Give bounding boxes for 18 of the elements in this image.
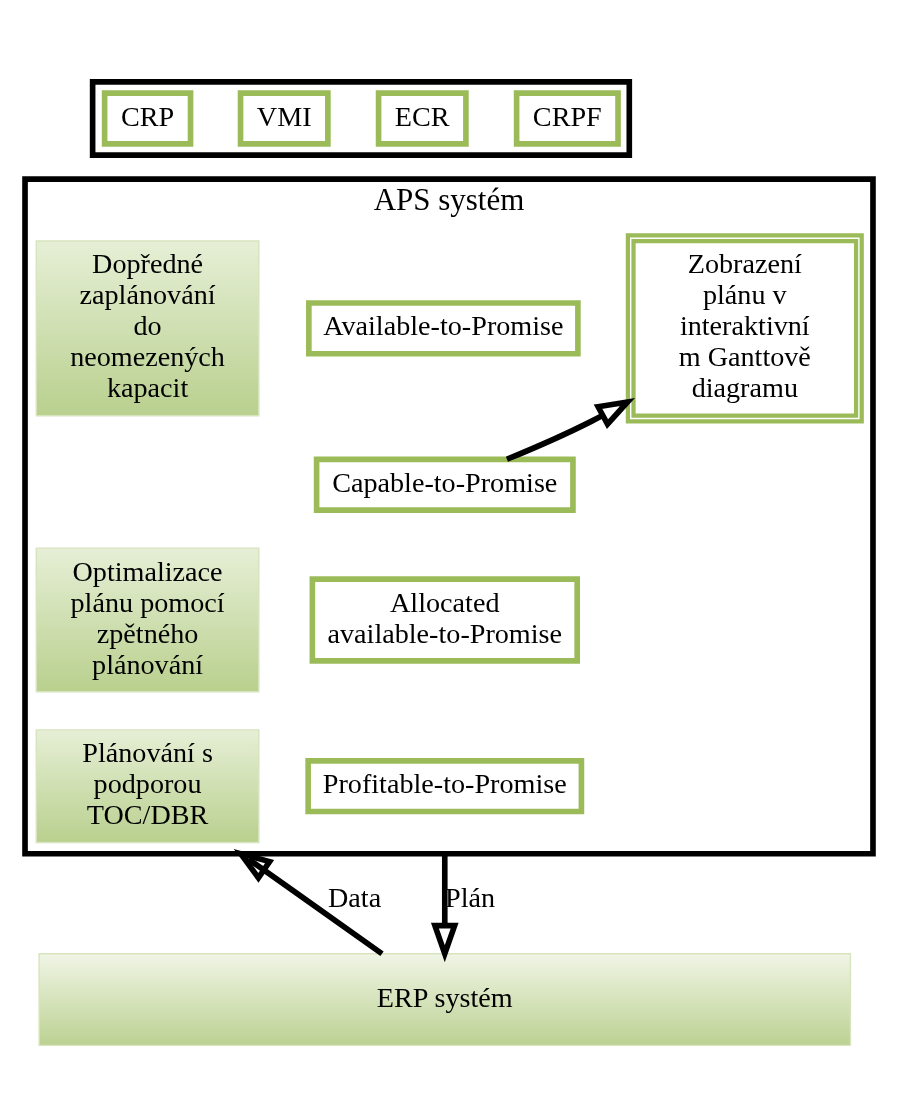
arrow (430, 853, 459, 962)
arrow (233, 848, 384, 956)
node-box: Available-to-Promise (306, 299, 581, 357)
edge-label: Data (328, 881, 382, 913)
node-box: Capable-to-Promise (313, 456, 576, 513)
node-box: ERP systém (38, 952, 852, 1046)
node-box: CRPF (513, 89, 621, 147)
node-box: VMI (237, 89, 331, 147)
node-box: Profitable-to-Promise (305, 757, 585, 814)
node-box: Dopředné zaplánování do neomezených kapacit (35, 239, 260, 416)
node-box: ECR (375, 89, 469, 147)
node-box: Allocated available-to-Promise (309, 575, 580, 664)
node-box: Plánování s podporou TOC/DBR (35, 728, 260, 843)
node-box: CRP (101, 89, 194, 147)
node-box: Zobrazení plánu v interaktivní m Ganttově diagramu (625, 232, 864, 423)
cluster (89, 78, 633, 158)
arrow (505, 397, 635, 462)
node-box: Optimalizace plánu pomocí zpětného plánování (35, 546, 260, 692)
